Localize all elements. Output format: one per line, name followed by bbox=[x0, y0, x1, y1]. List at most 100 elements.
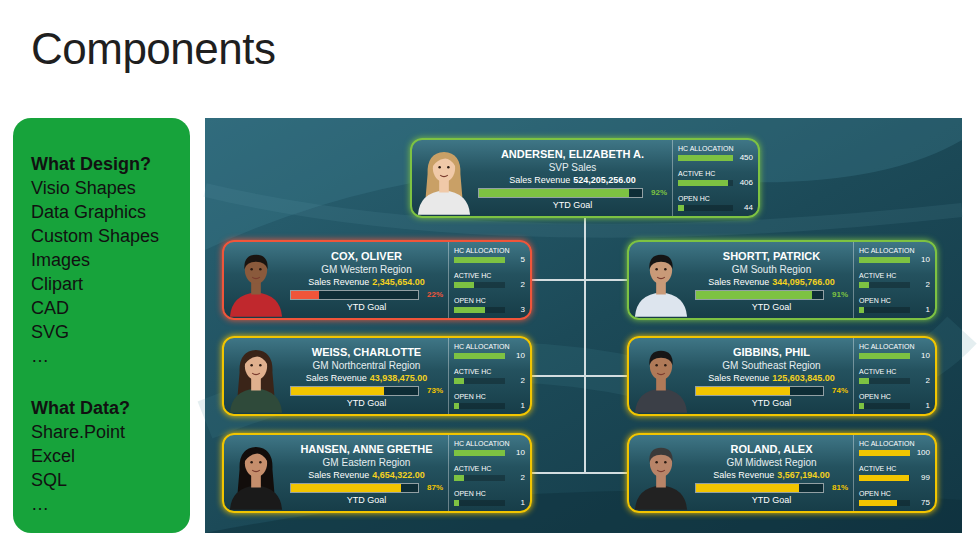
headcount-number: 2 bbox=[505, 280, 525, 290]
headcount-number: 2 bbox=[505, 376, 525, 386]
person-photo bbox=[415, 141, 473, 215]
headcount-number: 1 bbox=[505, 401, 525, 411]
headcount-bar bbox=[859, 450, 910, 456]
goal-bar-fill bbox=[696, 484, 799, 492]
ytd-goal-label: YTD Goal bbox=[752, 398, 792, 409]
person-name: HANSEN, ANNE GRETHE bbox=[300, 442, 432, 456]
headcount-label: OPEN HC bbox=[454, 489, 525, 498]
org-connector bbox=[532, 218, 585, 376]
job-title: GM Midwest Region bbox=[726, 456, 816, 469]
person-name: ANDERSEN, ELIZABETH A. bbox=[501, 147, 644, 161]
photo-part bbox=[664, 268, 667, 271]
goal-bar-fill bbox=[291, 387, 384, 395]
revenue-value: 3,567,194.00 bbox=[777, 470, 830, 480]
org-connector bbox=[585, 218, 627, 473]
photo-part bbox=[447, 166, 450, 169]
headcount-bar-fill bbox=[454, 378, 464, 384]
headcount-bar bbox=[454, 475, 505, 481]
photo-part bbox=[252, 470, 260, 471]
photo-part bbox=[649, 351, 672, 366]
job-title: GM Southeast Region bbox=[722, 359, 820, 372]
headcount-label: OPEN HC bbox=[859, 296, 930, 305]
headcount-number: 1 bbox=[910, 401, 930, 411]
photo-part bbox=[230, 486, 282, 510]
goal-percent: 92% bbox=[643, 188, 667, 198]
person-name: GIBBINS, PHIL bbox=[733, 345, 810, 359]
photo-part bbox=[655, 268, 658, 271]
headcount-bar bbox=[859, 257, 910, 263]
person-photo bbox=[227, 436, 285, 510]
goal-percent: 73% bbox=[419, 386, 443, 396]
ytd-goal-label: YTD Goal bbox=[347, 398, 387, 409]
job-title: GM Western Region bbox=[321, 263, 411, 276]
headcount-label: OPEN HC bbox=[859, 489, 930, 498]
headcount-label: OPEN HC bbox=[454, 392, 525, 401]
photo-part bbox=[440, 175, 448, 176]
headcount-bar-fill bbox=[859, 353, 910, 359]
headcount-bar-fill bbox=[454, 353, 505, 359]
photo-part bbox=[245, 450, 267, 477]
headcount-label: OPEN HC bbox=[454, 296, 525, 305]
headcount-number: 450 bbox=[733, 153, 753, 163]
photo-part bbox=[244, 255, 267, 270]
list-item: Excel bbox=[31, 444, 180, 468]
headcount-number: 2 bbox=[505, 473, 525, 483]
photo-part bbox=[664, 461, 667, 464]
photo-part bbox=[432, 154, 455, 167]
goal-bar bbox=[290, 483, 419, 493]
person-name: ROLAND, ALEX bbox=[730, 442, 812, 456]
headcount-bar-fill bbox=[859, 307, 864, 313]
photo-part bbox=[657, 470, 665, 471]
headcount-number: 3 bbox=[505, 305, 525, 315]
photo-part bbox=[230, 389, 282, 413]
headcount-bar-fill bbox=[859, 282, 869, 288]
headcount-label: HC ALLOCATION bbox=[454, 342, 525, 351]
headcount-bar-fill bbox=[454, 450, 505, 456]
photo-part bbox=[657, 277, 665, 278]
list-item: … bbox=[31, 344, 180, 368]
goal-bar-fill bbox=[479, 189, 629, 197]
headcount-bar-fill bbox=[454, 500, 459, 506]
ytd-goal-label: YTD Goal bbox=[347, 495, 387, 506]
person-photo bbox=[632, 243, 690, 317]
person-photo bbox=[632, 339, 690, 413]
headcount-label: HC ALLOCATION bbox=[859, 246, 930, 255]
headcount-bar bbox=[859, 403, 910, 409]
org-card: SHORTT, PATRICKGM South RegionSales Reve… bbox=[627, 240, 937, 320]
headcount-bar bbox=[454, 403, 505, 409]
job-title: GM Eastern Region bbox=[323, 456, 411, 469]
headcount-bar-fill bbox=[678, 180, 728, 186]
list-item: Share.Point bbox=[31, 420, 180, 444]
photo-part bbox=[655, 364, 658, 367]
goal-percent: 91% bbox=[824, 290, 848, 300]
headcount-label: OPEN HC bbox=[678, 194, 753, 203]
headcount-bar-fill bbox=[859, 450, 910, 456]
goal-bar bbox=[478, 188, 643, 198]
photo-part bbox=[245, 353, 267, 380]
headcount-bar bbox=[454, 450, 505, 456]
org-card: HANSEN, ANNE GRETHEGM Eastern RegionSale… bbox=[222, 433, 532, 513]
headcount-number: 2 bbox=[910, 376, 930, 386]
headcount-label: ACTIVE HC bbox=[454, 367, 525, 376]
ytd-goal-label: YTD Goal bbox=[347, 302, 387, 313]
job-title: GM Northcentral Region bbox=[313, 359, 421, 372]
headcount-label: ACTIVE HC bbox=[454, 271, 525, 280]
ytd-goal-label: YTD Goal bbox=[752, 302, 792, 313]
headcount-label: ACTIVE HC bbox=[859, 367, 930, 376]
headcount-number: 10 bbox=[910, 351, 930, 361]
headcount-label: OPEN HC bbox=[859, 392, 930, 401]
headcount-bar bbox=[678, 205, 733, 211]
headcount-label: HC ALLOCATION bbox=[859, 439, 930, 448]
background-swoosh bbox=[205, 118, 962, 250]
headcount-bar bbox=[454, 500, 505, 506]
revenue-label: Sales Revenue bbox=[713, 470, 774, 480]
photo-part bbox=[635, 389, 687, 413]
person-photo bbox=[227, 339, 285, 413]
revenue-value: 43,938,475.00 bbox=[370, 373, 428, 383]
person-name: SHORTT, PATRICK bbox=[723, 249, 820, 263]
headcount-number: 2 bbox=[910, 280, 930, 290]
person-name: WEISS, CHARLOTTE bbox=[312, 345, 421, 359]
revenue-value: 2,345,654.00 bbox=[372, 277, 425, 287]
list-item: CAD bbox=[31, 296, 180, 320]
headcount-number: 406 bbox=[733, 178, 753, 188]
